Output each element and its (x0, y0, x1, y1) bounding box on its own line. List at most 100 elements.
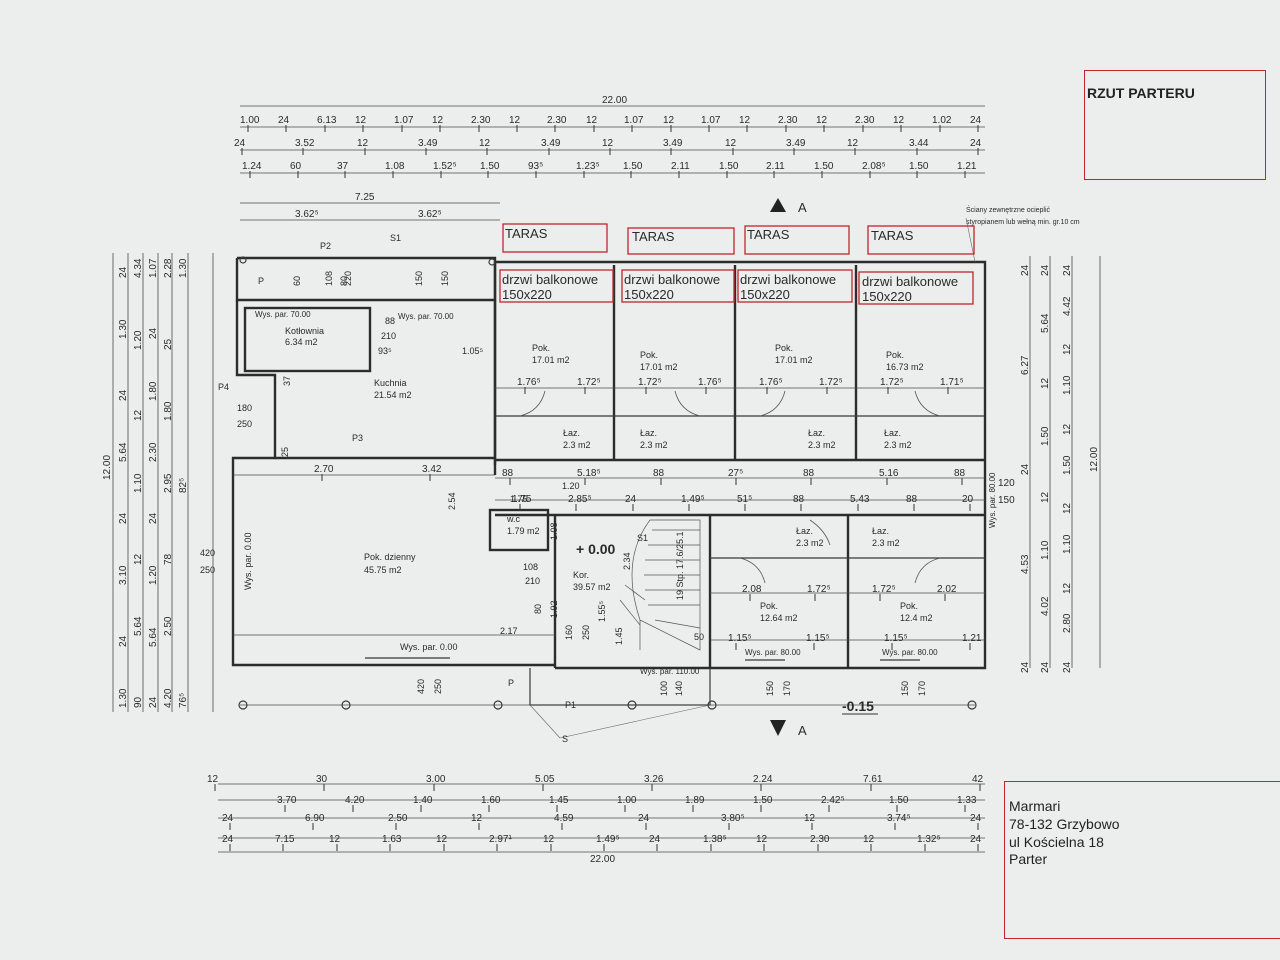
interior-dim: 170 (782, 681, 792, 696)
bottom-dim-row1: 5.05 (535, 774, 555, 785)
bottom-dim-row4: 1.63 (382, 834, 402, 845)
interior-dim: 210 (381, 331, 396, 341)
left-dim: 24 (148, 327, 159, 339)
right-dim: 4.42 (1062, 296, 1073, 316)
top-dim-row1: 12 (432, 115, 444, 126)
bottom-dim-row4: 24 (222, 834, 234, 845)
wall-note-line2: styropianem lub wełną min. gr.10 cm (966, 219, 1080, 226)
top-dim-row3: 1.50 (719, 161, 739, 172)
left-dim: 1.20 (148, 565, 159, 585)
bottom-dim-row2: 1.50 (753, 795, 773, 806)
interior-dim: 1.55⁵ (597, 600, 607, 622)
bottom-dim-row4: 12 (329, 834, 341, 845)
bottom-dim-row1: 42 (972, 774, 984, 785)
interior-dim: 150 (765, 681, 775, 696)
left-dim: 2.28 (163, 258, 174, 278)
top-dim-row2: 3.49 (541, 138, 561, 149)
interior-dim: 250 (433, 679, 443, 694)
top-dim-row1: 12 (509, 115, 521, 126)
marker-s: S (562, 734, 568, 744)
bottom-dim-row2: 1.33 (957, 795, 977, 806)
interior-dim: 108 (324, 271, 334, 286)
interior-dim: 88 (906, 494, 918, 505)
top-dim-row1: 12 (893, 115, 905, 126)
right-dim: 12 (1062, 502, 1073, 514)
level-outside: -0.15 (842, 698, 874, 714)
right-dim: 1.10 (1062, 375, 1073, 395)
room-area: 2.3 m2 (796, 538, 824, 548)
marker-p3: P3 (352, 433, 363, 443)
left-dim: 24 (118, 266, 129, 278)
interior-dim: 1.15⁵ (806, 633, 830, 644)
right-dim: 1.50 (1062, 455, 1073, 475)
top-dim-row1: 1.07 (701, 115, 721, 126)
sill-note: Wys. par. 70.00 (398, 312, 454, 321)
interior-dim: 88 (385, 316, 395, 326)
room-name: Kotłownia (285, 326, 324, 336)
interior-dim: 80 (339, 276, 349, 286)
left-dim: 12 (133, 553, 144, 565)
right-dim: 12 (1040, 491, 1051, 503)
bottom-dim-row4: 1.49⁵ (596, 834, 620, 845)
bottom-dim-row1: 7.61 (863, 774, 883, 785)
room-name: Pok. (532, 343, 550, 353)
top-dim-row3: 60 (290, 161, 302, 172)
left-dim: 4.34 (133, 258, 144, 278)
room-area: 2.3 m2 (640, 440, 668, 450)
room-area: 12.64 m2 (760, 613, 798, 623)
room-name: Kuchnia (374, 378, 407, 388)
section-mark-bottom: A (798, 723, 807, 738)
top-dim-row3: 1.50 (623, 161, 643, 172)
left-dim: 1.20 (133, 330, 144, 350)
interior-dim: 150 (900, 681, 910, 696)
right-dim: 24 (1020, 661, 1031, 673)
bottom-dim-row3: 3.80⁵ (721, 813, 745, 824)
info-line-4: Parter (1009, 851, 1048, 867)
top-dim-row3: 1.08 (385, 161, 405, 172)
bottom-dim-row3: 3.74⁵ (887, 813, 911, 824)
left-dim: 1.30 (178, 258, 189, 278)
interior-dim: 80 (533, 604, 543, 614)
left-dim: 5.64 (148, 627, 159, 647)
interior-dim: 1.76⁵ (759, 377, 783, 388)
interior-dim: 150 (414, 271, 424, 286)
bottom-dim-row2: 1.40 (413, 795, 433, 806)
left-dim: 2.95 (163, 473, 174, 493)
interior-dim: 1.75 (510, 494, 528, 504)
interior-dim: 1.15⁵ (884, 633, 908, 644)
bottom-dim-row1: 30 (316, 774, 328, 785)
top-dim-row1: 12 (663, 115, 675, 126)
left-dim: 1.07 (148, 258, 159, 278)
interior-dim: 220 (343, 271, 353, 286)
info-line-3: ul Kościelna 18 (1009, 834, 1104, 850)
left-dim: 1.10 (133, 473, 144, 493)
door-3-line1: drzwi balkonowe (740, 272, 836, 287)
bottom-dim-row3: 24 (222, 813, 234, 824)
marker-p1: P1 (565, 700, 576, 710)
section-markers: A A (770, 198, 807, 738)
door-4-line2: 150x220 (862, 289, 912, 304)
interior-dim: 140 (674, 681, 684, 696)
top-dim-row2: 24 (234, 138, 246, 149)
left-dim: 24 (148, 696, 159, 708)
bottom-dim-row4: 24 (970, 834, 982, 845)
interior-dim: 88 (793, 494, 805, 505)
left-dim: 5.64 (133, 616, 144, 636)
interior-dim: 24 (625, 494, 637, 505)
bottom-dim-row3: 12 (804, 813, 816, 824)
right-dim: 12 (1062, 582, 1073, 594)
top-dim-row3: 1.52⁵ (433, 161, 457, 172)
sub-part-dim-2: 3.62⁵ (418, 209, 442, 220)
bottom-dim-row3: 6.90 (305, 813, 325, 824)
top-dim-row2: 12 (602, 138, 614, 149)
bottom-dim-row3: 2.50 (388, 813, 408, 824)
bottom-dim-row4: 1.38⁵ (703, 834, 727, 845)
bottom-dim-row2: 2.42⁵ (821, 795, 845, 806)
left-dim: 90 (133, 696, 144, 708)
top-dim-row2: 3.52 (295, 138, 315, 149)
sill-note: Wys. par. 0.00 (243, 533, 253, 590)
entrance-platform (240, 668, 975, 739)
